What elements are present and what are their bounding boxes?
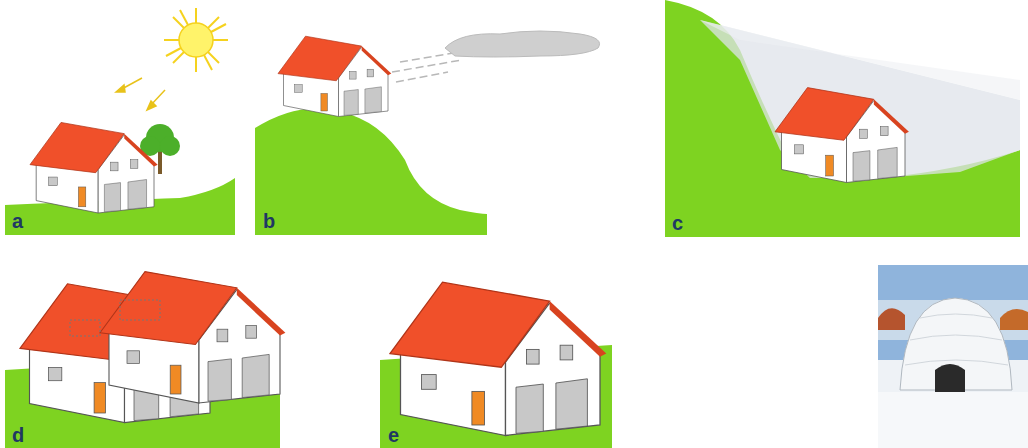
panel-cold-air: [665, 0, 1020, 237]
panel-complex-house: [5, 272, 285, 448]
panel-sun: [5, 8, 235, 235]
panel-letter: d: [12, 424, 24, 446]
panel-letter: a: [12, 210, 23, 232]
igloo-photo: [878, 265, 1028, 448]
panel-letter: b: [263, 210, 275, 232]
panel-wind: [255, 31, 600, 235]
panel-compact-house: [380, 282, 612, 448]
panel-letter: c: [672, 212, 683, 234]
panel-letter: e: [388, 424, 399, 446]
